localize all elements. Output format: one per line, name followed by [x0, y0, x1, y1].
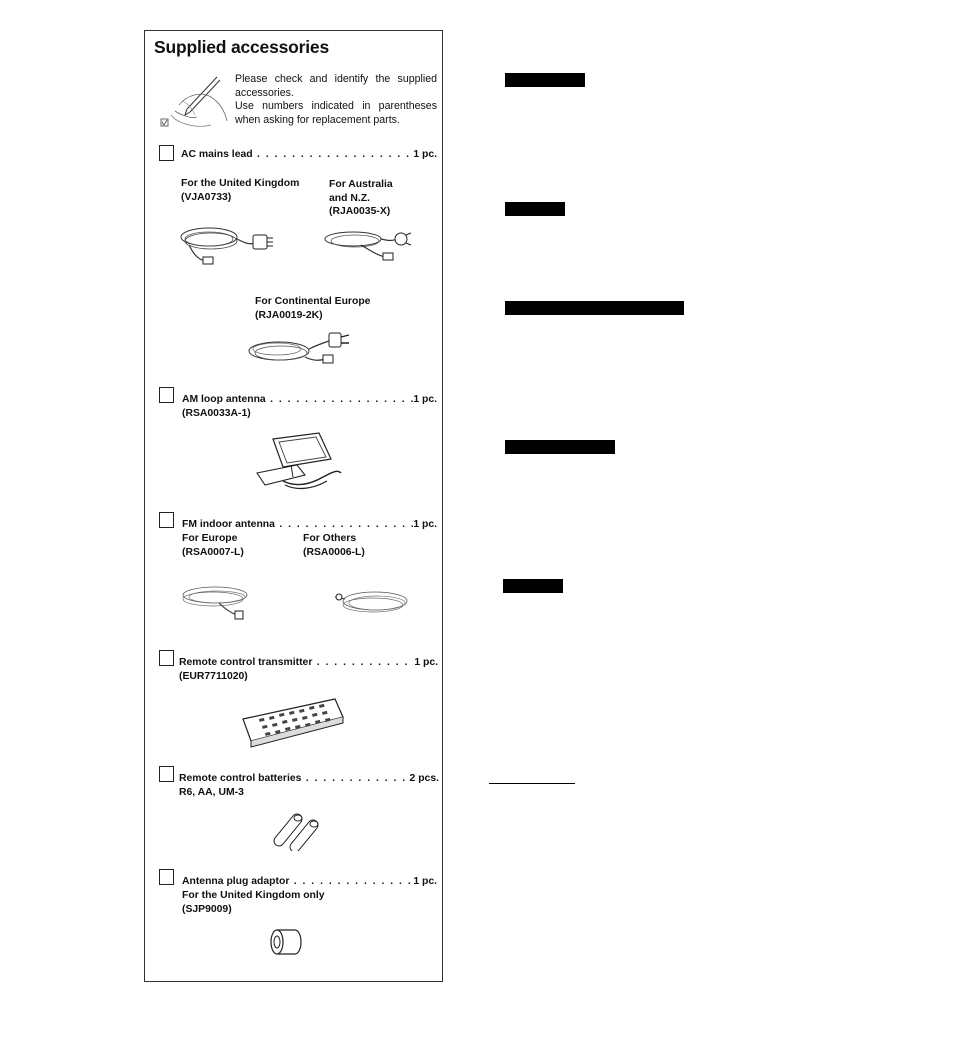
- plug-adaptor-qty: 1 pc.: [413, 876, 437, 887]
- am-antenna-row: AM loop antenna . . . . . . . . . . . . …: [182, 394, 437, 405]
- fm-antenna-europe-icon: [182, 586, 248, 620]
- redacted-bar-4: [505, 440, 615, 454]
- ac-uk-block: For the United Kingdom (VJA0733): [181, 177, 299, 204]
- am-antenna-part: (RSA0033A-1): [182, 408, 251, 419]
- batteries-spec: R6, AA, UM-3: [179, 787, 244, 798]
- fm-others-label: For Others: [303, 533, 357, 544]
- remote-checkbox[interactable]: [159, 650, 174, 666]
- fm-others-block: For Others (RSA0006-L): [303, 532, 365, 559]
- remote-qty: 1 pc.: [414, 657, 438, 668]
- plug-adaptor-note: For the United Kingdom only: [182, 890, 325, 901]
- plug-adaptor-name: Antenna plug adaptor: [182, 876, 290, 887]
- eu-power-cord-icon: [248, 332, 350, 364]
- ac-au-part: (RJA0035-X): [329, 206, 391, 217]
- ac-uk-label: For the United Kingdom: [181, 178, 300, 189]
- au-power-cord-icon: [324, 231, 412, 261]
- ac-eu-part: (RJA0019-2K): [255, 309, 323, 321]
- underline-rule: [489, 783, 575, 784]
- remote-part: (EUR7711020): [179, 671, 248, 682]
- intro-line-2: Use numbers indicated in parentheses whe…: [235, 100, 437, 126]
- section-title: Supplied accessories: [154, 37, 329, 57]
- fm-antenna-name: FM indoor antenna: [182, 519, 275, 530]
- ac-eu-block: For Continental Europe (RJA0019-2K): [255, 295, 370, 322]
- fm-antenna-row: FM indoor antenna . . . . . . . . . . . …: [182, 519, 437, 530]
- redacted-bar-1: [505, 73, 585, 87]
- plug-adaptor-part: (SJP9009): [182, 903, 232, 915]
- uk-power-cord-icon: [180, 227, 273, 265]
- ac-au-block: For Australia and N.Z. (RJA0035-X): [329, 178, 393, 219]
- remote-row: Remote control transmitter . . . . . . .…: [179, 657, 438, 668]
- batteries-checkbox[interactable]: [159, 766, 174, 782]
- redacted-bar-3: [505, 301, 684, 315]
- remote-control-icon: [242, 698, 344, 748]
- am-antenna-qty: 1 pc.: [413, 394, 437, 405]
- intro-text: Please check and identify the supplied a…: [235, 73, 437, 127]
- am-loop-antenna-icon: [256, 432, 342, 490]
- ac-au-label-1: For Australia: [329, 179, 393, 190]
- pencil-hand-icon: [160, 76, 228, 127]
- fm-antenna-others-icon: [334, 591, 408, 613]
- batteries-name: Remote control batteries: [179, 773, 302, 784]
- am-antenna-checkbox[interactable]: [159, 387, 174, 403]
- fm-antenna-checkbox[interactable]: [159, 512, 174, 528]
- fm-others-part: (RSA0006-L): [303, 546, 365, 558]
- supplied-accessories-panel: Supplied accessories Please check and id…: [144, 30, 443, 982]
- remote-name: Remote control transmitter: [179, 657, 313, 668]
- plug-adaptor-row: Antenna plug adaptor . . . . . . . . . .…: [182, 876, 437, 887]
- batteries-row: Remote control batteries . . . . . . . .…: [179, 773, 439, 784]
- fm-eu-block: For Europe (RSA0007-L): [182, 532, 244, 559]
- intro-line-1: Please check and identify the supplied a…: [235, 73, 437, 99]
- plug-adaptor-checkbox[interactable]: [159, 869, 174, 885]
- plug-adaptor-icon: [270, 929, 302, 955]
- ac-uk-part: (VJA0733): [181, 191, 232, 203]
- ac-au-label-2: and N.Z.: [329, 192, 370, 204]
- batteries-icon: [273, 813, 319, 851]
- redacted-bar-5: [503, 579, 563, 593]
- redacted-bar-2: [505, 202, 565, 216]
- plug-adaptor-info: For the United Kingdom only (SJP9009): [182, 889, 325, 916]
- ac-lead-checkbox[interactable]: [159, 145, 174, 161]
- ac-eu-label: For Continental Europe: [255, 296, 371, 307]
- fm-antenna-qty: 1 pc.: [413, 519, 437, 530]
- am-antenna-name: AM loop antenna: [182, 394, 266, 405]
- fm-eu-part: (RSA0007-L): [182, 546, 244, 558]
- ac-lead-qty: 1 pc.: [413, 149, 437, 160]
- ac-lead-name: AC mains lead: [181, 149, 253, 160]
- ac-lead-row: AC mains lead . . . . . . . . . . . . . …: [181, 149, 437, 160]
- fm-eu-label: For Europe: [182, 533, 238, 544]
- batteries-qty: 2 pcs.: [409, 773, 439, 784]
